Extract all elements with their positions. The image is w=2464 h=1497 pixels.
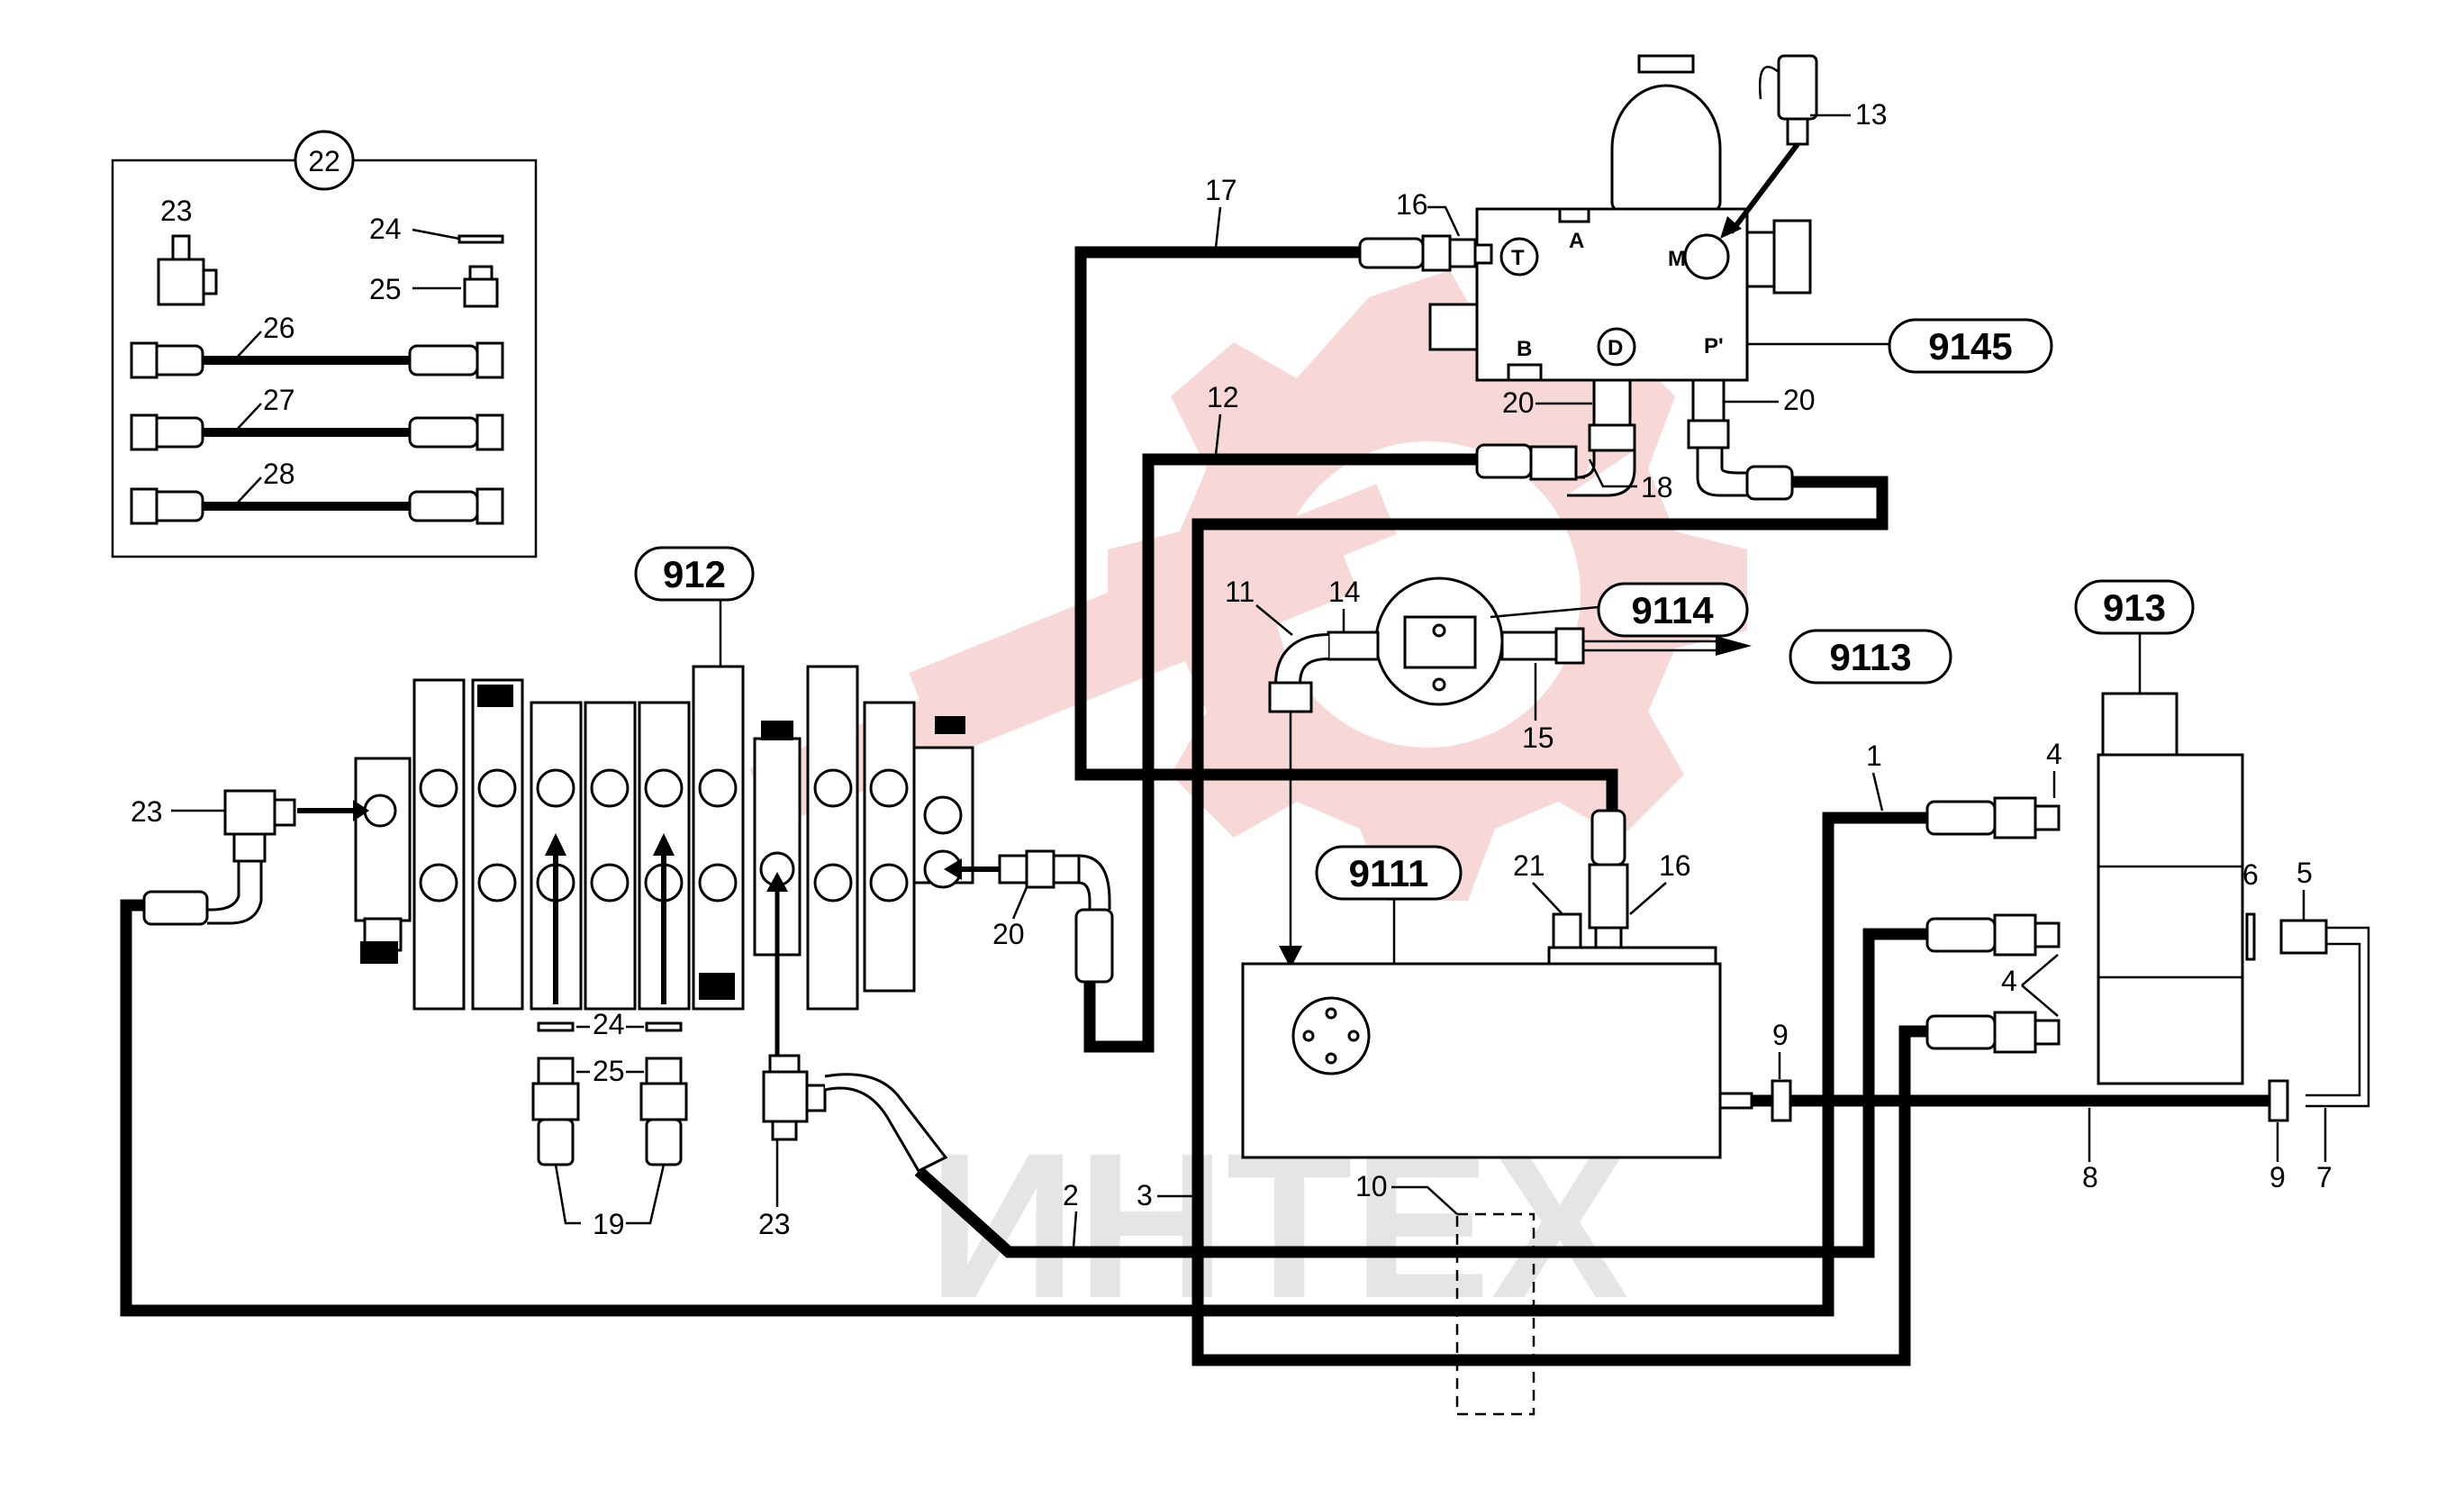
- callout-18: 18: [1641, 471, 1673, 504]
- callout-7: 7: [2316, 1161, 2333, 1193]
- callout-19: 19: [593, 1208, 625, 1240]
- kit-tee-fitting-23: [157, 234, 218, 306]
- callout-17: 17: [1205, 174, 1237, 206]
- clamp-9-right: [2268, 1079, 2289, 1122]
- assembly-tags: 912 913 9111 9113 9114 9145: [634, 318, 2195, 964]
- fitting-20-right: [998, 849, 1114, 984]
- kit-box: 22 23 24 25 26: [111, 130, 538, 558]
- part-callouts: 1 2 3 4 4 5 6 7 8 9 9 10 11 12 13 14 15: [131, 98, 2333, 1248]
- callout-2: 2: [1063, 1179, 1079, 1211]
- callout-6: 6: [2242, 858, 2259, 891]
- kit-label-24: 24: [369, 213, 402, 245]
- kit-seal-24: [457, 234, 504, 244]
- callout-15: 15: [1522, 721, 1554, 754]
- callout-3: 3: [1137, 1179, 1153, 1211]
- callout-24: 24: [593, 1008, 625, 1040]
- callout-20c: 20: [992, 918, 1025, 950]
- tank-9111: [1241, 809, 1753, 1159]
- elbow-23-bottom: [762, 1054, 948, 1173]
- tag-9145: 9145: [1928, 325, 2012, 367]
- port-M: M: [1668, 247, 1686, 271]
- hose-1: [120, 812, 1927, 1317]
- kit-label-25: 25: [369, 273, 402, 305]
- kit-label-27: 27: [263, 384, 295, 416]
- hose-12: [1083, 453, 1477, 1053]
- callout-23a: 23: [131, 795, 163, 828]
- callout-16b: 16: [1659, 849, 1691, 882]
- callout-9b: 9: [2269, 1161, 2286, 1193]
- tag-913: 913: [2103, 586, 2166, 629]
- callout-21: 21: [1513, 849, 1545, 882]
- callout-4a: 4: [2046, 738, 2062, 770]
- clamp-9-left: [1771, 1079, 1792, 1122]
- callout-25: 25: [593, 1055, 625, 1087]
- tag-912: 912: [663, 553, 726, 595]
- port-D: D: [1608, 336, 1623, 360]
- elbow-18: [1475, 378, 1636, 497]
- kit-hose-27: [130, 413, 504, 451]
- quick-couplers-4: [1925, 796, 2061, 1054]
- tag-9111: 9111: [1349, 852, 1429, 894]
- callout-1: 1: [1866, 739, 1882, 772]
- port-P: P': [1704, 334, 1724, 358]
- callout-8: 8: [2082, 1161, 2098, 1193]
- callout-20a: 20: [1502, 386, 1535, 419]
- kit-hose-26: [130, 341, 504, 379]
- kit-label-23: 23: [160, 195, 193, 227]
- kit-adapter-25: [463, 265, 499, 308]
- valve-block-9145: A M B T D P': [1358, 54, 1818, 501]
- kit-hose-28: [130, 487, 504, 525]
- label-22: 22: [308, 145, 340, 177]
- tee-fitting-23-left: [142, 789, 296, 926]
- port-T: T: [1511, 246, 1525, 270]
- fitting-p-prime: [1687, 378, 1794, 501]
- callout-12: 12: [1207, 381, 1239, 413]
- fitting-16-top: [1358, 234, 1493, 272]
- port-B: B: [1517, 337, 1532, 361]
- callout-20b: 20: [1783, 384, 1816, 416]
- hose-2: [914, 928, 1927, 1258]
- callout-13: 13: [1855, 98, 1888, 131]
- tag-9113: 9113: [1829, 636, 1911, 678]
- callout-11: 11: [1225, 576, 1255, 608]
- callout-4b: 4: [2001, 965, 2017, 997]
- pressure-gauge-13: [1720, 54, 1818, 239]
- kit-label-28: 28: [263, 458, 295, 490]
- cooler-913: [2097, 692, 2370, 1108]
- callout-14: 14: [1328, 576, 1361, 608]
- hose-lines: [120, 246, 2274, 1366]
- callout-10: 10: [1355, 1170, 1388, 1202]
- callout-23b: 23: [758, 1208, 791, 1240]
- kit-label-26: 26: [263, 312, 295, 344]
- callout-16a: 16: [1396, 188, 1428, 221]
- callout-9a: 9: [1772, 1019, 1789, 1051]
- tag-9114: 9114: [1631, 589, 1714, 631]
- hose-17: [1074, 246, 1618, 811]
- callout-5: 5: [2296, 857, 2313, 889]
- port-A: A: [1569, 229, 1584, 253]
- control-valve-912: [297, 665, 1001, 1058]
- filter-9114: [1268, 576, 1752, 713]
- dashed-box-10: [1455, 1212, 1535, 1416]
- plugs-19: [531, 1021, 688, 1166]
